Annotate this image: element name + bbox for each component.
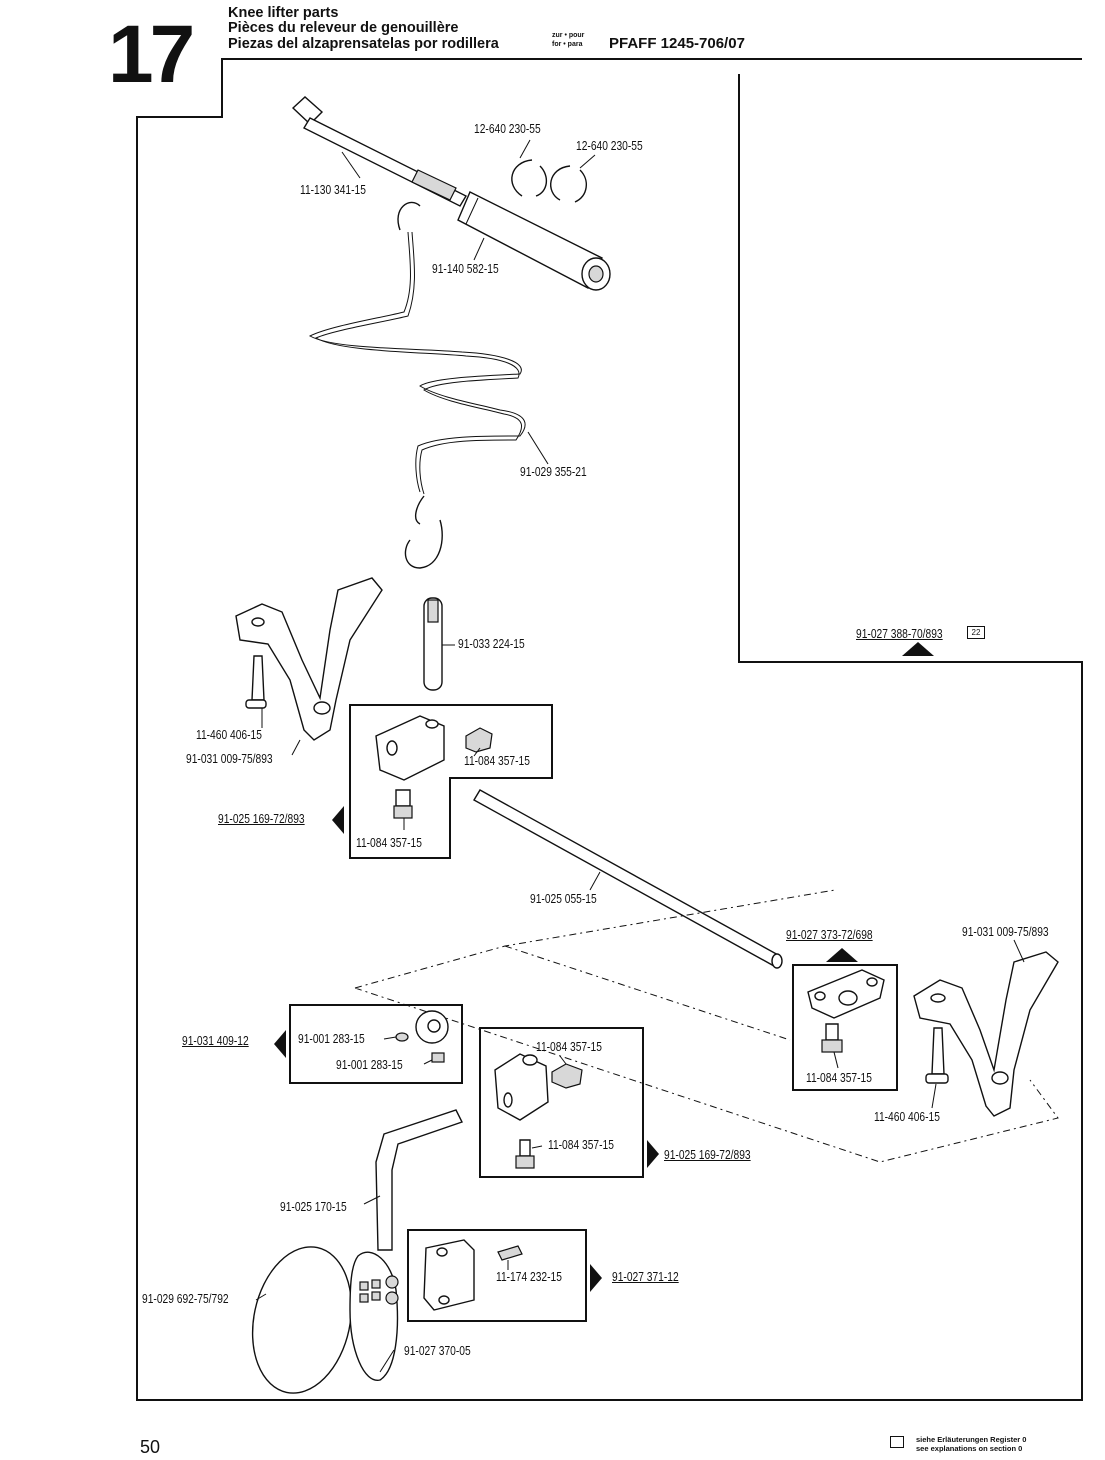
label-91-031-009-75-893-b: 91-031 009-75/893 bbox=[962, 925, 1049, 939]
pointer-left-169 bbox=[332, 806, 344, 834]
label-11-084-357-15-b: 11-084 357-15 bbox=[356, 836, 422, 850]
label-11-084-357-15-c: 11-084 357-15 bbox=[536, 1040, 602, 1054]
box-bracket-clip bbox=[407, 1229, 587, 1322]
label-91-031-409-12: 91-031 409-12 bbox=[182, 1034, 249, 1048]
knee-pad-drawing bbox=[251, 1246, 399, 1394]
legend-box-icon bbox=[890, 1436, 904, 1448]
label-12-640-230-55-a: 12-640 230-55 bbox=[474, 122, 541, 136]
s-hook-drawing bbox=[404, 495, 443, 569]
register-ref-box: 22 bbox=[967, 626, 985, 639]
collar-drawing bbox=[395, 1010, 449, 1063]
label-91-029-692-75-792: 91-029 692-75/792 bbox=[142, 1292, 229, 1306]
right-bracket-drawing bbox=[913, 951, 1059, 1117]
screw-left-drawing bbox=[245, 655, 267, 709]
label-91-033-224-15: 91-033 224-15 bbox=[458, 637, 525, 651]
bent-lever-drawing bbox=[375, 1109, 463, 1251]
chain-drawing bbox=[308, 201, 526, 495]
retaining-ring-2 bbox=[550, 165, 587, 203]
drawing-frame bbox=[136, 58, 1083, 1401]
title-english: Knee lifter parts bbox=[228, 5, 339, 21]
shaft-bolt-drawing bbox=[291, 96, 467, 207]
box-collar bbox=[289, 1004, 463, 1084]
pointer-up-373 bbox=[826, 948, 858, 962]
section-number: 17 bbox=[108, 9, 195, 100]
label-11-084-357-15-a: 11-084 357-15 bbox=[464, 754, 530, 768]
label-11-460-406-15-a: 11-460 406-15 bbox=[196, 728, 262, 742]
bracket-clip-drawing bbox=[423, 1239, 523, 1311]
pointer-left-409 bbox=[274, 1030, 286, 1058]
box-lever-plate bbox=[792, 964, 898, 1091]
coupling-2-drawing bbox=[494, 1053, 583, 1169]
title-spanish: Piezas del alzaprensatelas por rodillera bbox=[228, 36, 499, 52]
label-91-001-283-15-a: 91-001 283-15 bbox=[298, 1032, 365, 1046]
legend-english: see explanations on section 0 bbox=[916, 1444, 1023, 1453]
screw-right-drawing bbox=[925, 1027, 949, 1084]
left-bracket-drawing bbox=[235, 577, 383, 741]
rod-drawing bbox=[473, 789, 783, 969]
label-91-031-009-75-893-a: 91-031 009-75/893 bbox=[186, 752, 273, 766]
coupling-1-drawing bbox=[375, 715, 493, 819]
box-coupling-1 bbox=[349, 704, 553, 859]
label-11-084-357-15-e: 11-084 357-15 bbox=[548, 1138, 614, 1152]
label-91-140-582-15: 91-140 582-15 bbox=[432, 262, 499, 276]
machine-model: PFAFF 1245-706/07 bbox=[609, 35, 745, 52]
for-label-de-fr: zur • pour bbox=[552, 32, 585, 39]
label-91-025-169-72-893-a: 91-025 169-72/893 bbox=[218, 812, 305, 826]
for-label-en-es: for • para bbox=[552, 41, 583, 48]
label-11-460-406-15-b: 11-460 406-15 bbox=[874, 1110, 940, 1124]
label-91-029-355-21: 91-029 355-21 bbox=[520, 465, 587, 479]
pin-drawing bbox=[423, 597, 443, 691]
label-91-001-283-15-b: 91-001 283-15 bbox=[336, 1058, 403, 1072]
label-91-027-388-70-893: 91-027 388-70/893 bbox=[856, 627, 943, 641]
label-91-025-055-15: 91-025 055-15 bbox=[530, 892, 597, 906]
lever-plate-drawing bbox=[807, 969, 885, 1053]
pointer-right-371 bbox=[590, 1264, 602, 1292]
title-french: Pièces du releveur de genouillère bbox=[228, 20, 459, 36]
pointer-up-88 bbox=[902, 642, 934, 656]
label-91-025-169-72-893-b: 91-025 169-72/893 bbox=[664, 1148, 751, 1162]
label-11-174-232-15: 11-174 232-15 bbox=[496, 1270, 562, 1284]
pointer-right-169b bbox=[647, 1140, 659, 1168]
label-11-130-341-15: 11-130 341-15 bbox=[300, 183, 366, 197]
label-91-027-371-12: 91-027 371-12 bbox=[612, 1270, 679, 1284]
label-91-027-370-05: 91-027 370-05 bbox=[404, 1344, 471, 1358]
retaining-ring-1 bbox=[511, 159, 547, 197]
label-91-025-170-15: 91-025 170-15 bbox=[280, 1200, 347, 1214]
page-number: 50 bbox=[140, 1437, 161, 1457]
label-12-640-230-55-b: 12-640 230-55 bbox=[576, 139, 643, 153]
header-rule bbox=[222, 58, 1082, 60]
label-91-027-373-72-698: 91-027 373-72/698 bbox=[786, 928, 873, 942]
label-11-084-357-15-d: 11-084 357-15 bbox=[806, 1071, 872, 1085]
leader-lines bbox=[255, 139, 1025, 1373]
box-coupling-2 bbox=[479, 1027, 644, 1178]
legend-german: siehe Erläuterungen Register 0 bbox=[916, 1435, 1027, 1444]
sleeve-drawing bbox=[457, 191, 611, 291]
